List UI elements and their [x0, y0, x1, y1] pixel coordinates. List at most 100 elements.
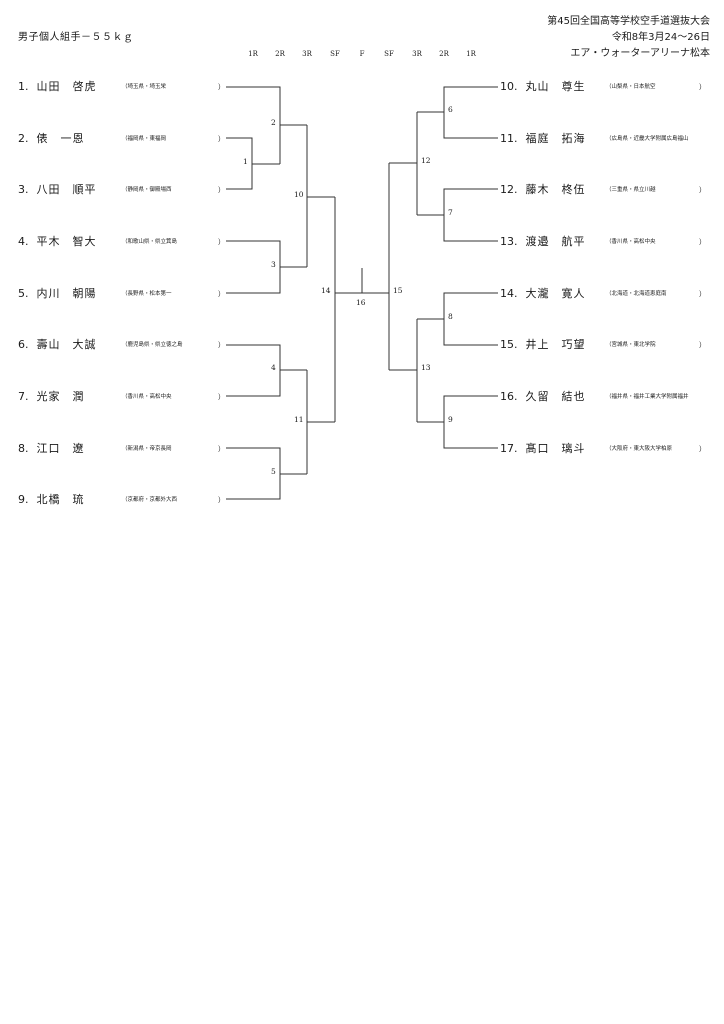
entry-15: 15.井上 巧望 — [500, 338, 586, 352]
entry-name: 光家 潤 — [36, 390, 85, 403]
match-number-10: 10 — [294, 190, 304, 199]
entry-affiliation: （静岡県・御殿場西 — [122, 187, 172, 193]
bracket-line-match-14 — [334, 197, 389, 422]
entry-affiliation-close: ） — [218, 186, 225, 194]
entry-number: 17. — [500, 442, 518, 455]
entry-name: 壽山 大誠 — [36, 338, 97, 351]
entry-number: 3. — [18, 183, 29, 196]
entry-number: 2. — [18, 132, 29, 145]
entry-affiliation: （大阪府・東大阪大学柏原 — [606, 446, 673, 452]
entry-name: 北橋 琉 — [36, 493, 85, 506]
match-number-15: 15 — [393, 286, 403, 295]
round-label-final: F — [359, 50, 365, 58]
match-number-16: 16 — [356, 298, 366, 307]
bracket-line-match-8 — [417, 292, 498, 346]
entry-affiliation-close: ） — [218, 393, 225, 401]
entry-16: 16. 久留 結也 — [500, 390, 586, 404]
entry-affiliation: （広島県・近畿大学附属広島福山 — [606, 136, 689, 142]
entry-name: 丸山 尊生 — [525, 80, 586, 93]
bracket-line-match-7 — [417, 188, 498, 242]
entry-name: 井上 巧望 — [525, 338, 586, 351]
entry-11: 11. 福庭 拓海 — [500, 132, 586, 146]
entry-affiliation-close: ） — [699, 186, 706, 194]
entry-number: 9. — [18, 493, 29, 506]
entry-number: 4. — [18, 235, 29, 248]
entry-name: 八田 順平 — [36, 183, 97, 196]
match-number-9: 9 — [448, 415, 453, 424]
entry-number: 1. — [18, 80, 29, 93]
entry-number: 5. — [18, 287, 29, 300]
entry-8: 8. 江口 遼 — [18, 442, 85, 456]
entry-4: 4. 平木 智大 — [18, 235, 97, 249]
bracket-line-match-3 — [226, 240, 307, 294]
tournament-title: 第45回全国高等学校空手道選抜大会 — [547, 16, 710, 27]
entry-affiliation-close: ） — [218, 496, 225, 504]
entry-affiliation-close: ） — [218, 238, 225, 246]
match-number-14: 14 — [321, 286, 331, 295]
entry-affiliation: （山梨県・日本航空 — [606, 84, 656, 90]
entry-affiliation: （香川県・高松中央 — [122, 394, 172, 400]
entry-name: 渡邉 航平 — [525, 235, 586, 248]
entry-number: 6. — [18, 338, 29, 351]
round-label-right-sf: SF — [384, 50, 394, 58]
match-number-4: 4 — [271, 363, 276, 372]
entry-affiliation-close: ） — [699, 341, 706, 349]
entry-12: 12. 藤木 柊伍 — [500, 183, 586, 197]
entry-6: 6. 壽山 大誠 — [18, 338, 97, 352]
match-number-1: 1 — [243, 157, 248, 166]
entry-name: 藤木 柊伍 — [525, 183, 586, 196]
match-number-11: 11 — [294, 415, 304, 424]
entry-name: 大瀧 寛人 — [525, 287, 586, 300]
entry-affiliation: （埼玉県・埼玉栄 — [122, 84, 167, 90]
entry-affiliation-close: ） — [699, 445, 706, 453]
match-number-3: 3 — [271, 260, 276, 269]
tournament-venue: エア・ウォーターアリーナ松本 — [570, 48, 710, 59]
entry-affiliation-close: ） — [699, 83, 706, 91]
match-number-13: 13 — [421, 363, 431, 372]
bracket-line-match-10 — [306, 125, 335, 267]
match-number-2: 2 — [271, 118, 276, 127]
match-number-8: 8 — [448, 312, 453, 321]
entry-affiliation-close: ） — [218, 341, 225, 349]
entry-affiliation: （鹿児島県・県立徳之島 — [122, 342, 183, 348]
entry-affiliation-close: ） — [218, 290, 225, 298]
match-number-6: 6 — [448, 105, 453, 114]
round-label-right-3r: 3R — [412, 50, 422, 58]
entry-9: 9. 北橋 琉 — [18, 493, 85, 507]
entry-name: 平木 智大 — [36, 235, 97, 248]
tournament-dates: 令和8年3月24～26日 — [611, 32, 710, 43]
entry-1: 1. 山田 啓虎 — [18, 80, 97, 94]
entry-name: 山田 啓虎 — [36, 80, 97, 93]
entry-affiliation-close: ） — [699, 290, 706, 298]
bracket-line-match-6 — [417, 86, 498, 139]
entry-number: 8. — [18, 442, 29, 455]
entry-number: 16. — [500, 390, 518, 403]
entry-affiliation-close: ） — [218, 135, 225, 143]
entry-3: 3. 八田 順平 — [18, 183, 97, 197]
entry-7: 7. 光家 潤 — [18, 390, 85, 404]
entry-name: 俵 一恩 — [36, 132, 85, 145]
entry-affiliation-close: ） — [218, 445, 225, 453]
entry-affiliation: （香川県・高松中央 — [606, 239, 656, 245]
match-number-12: 12 — [421, 156, 431, 165]
bracket-line-match-9 — [417, 395, 498, 449]
round-label-right-2r: 2R — [439, 50, 449, 58]
entry-name: 内川 朝陽 — [36, 287, 97, 300]
round-label-left-2r: 2R — [275, 50, 285, 58]
entry-name: 福庭 拓海 — [525, 132, 586, 145]
bracket-line-match-12 — [389, 112, 418, 215]
entry-affiliation: （福井県・福井工業大学附属福井 — [606, 394, 689, 400]
entry-name: 久留 結也 — [525, 390, 586, 403]
entry-number: 7. — [18, 390, 29, 403]
entry-affiliation: （和歌山県・県立箕島 — [122, 239, 178, 245]
entry-number: 12. — [500, 183, 518, 196]
entry-17: 17.髙口 璃斗 — [500, 442, 586, 456]
entry-number: 11. — [500, 132, 518, 145]
entry-5: 5. 内川 朝陽 — [18, 287, 97, 301]
round-label-left-3r: 3R — [302, 50, 312, 58]
entry-13: 13.渡邉 航平 — [500, 235, 586, 249]
bracket-line-match-1 — [226, 137, 280, 190]
bracket-line-match-13 — [389, 319, 418, 422]
entry-name: 江口 遼 — [36, 442, 85, 455]
